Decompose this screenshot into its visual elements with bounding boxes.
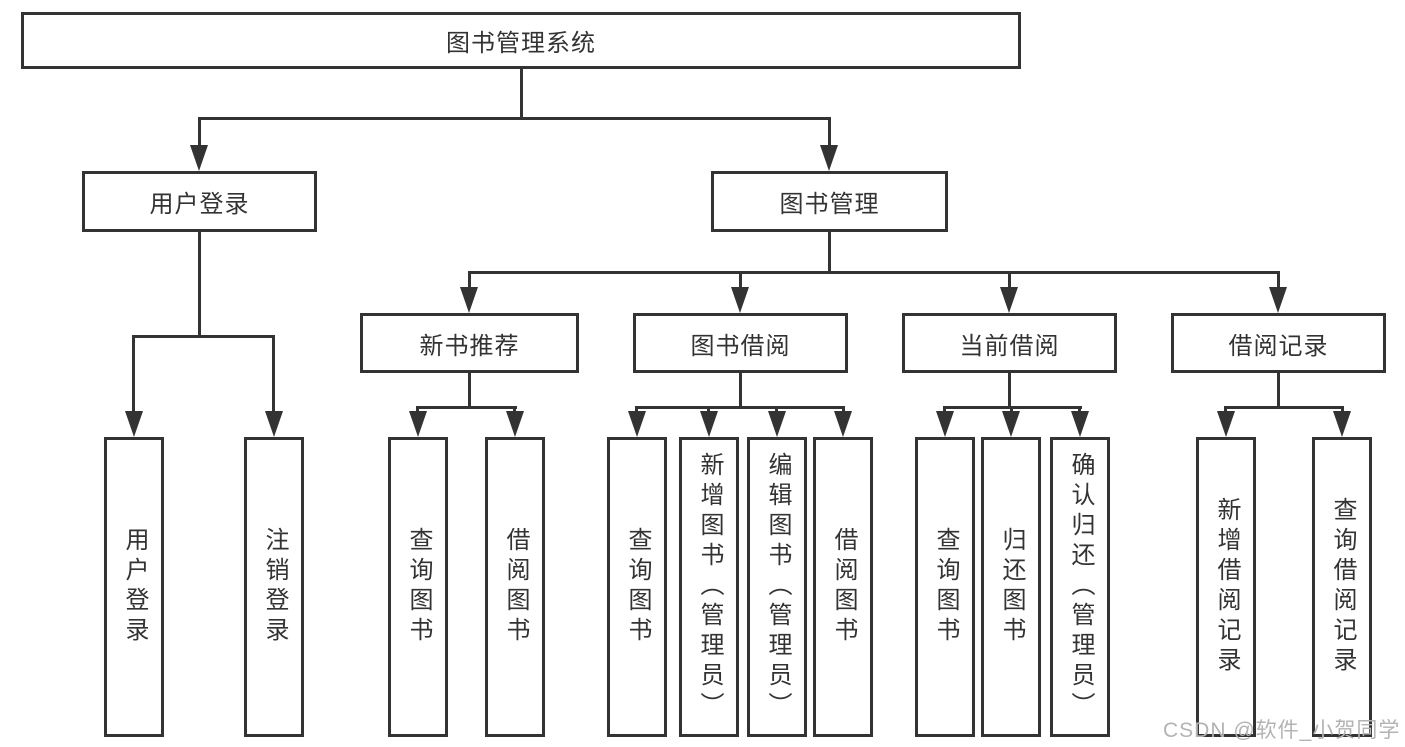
arrow-down-icon (1071, 411, 1089, 437)
leaf-label: 注销登录 (261, 527, 288, 647)
leaf-add-borrow-record: 新增借阅记录 (1196, 437, 1256, 737)
leaf-user-login: 用户登录 (104, 437, 164, 737)
arrow-down-icon (409, 411, 427, 437)
connector-drop (1341, 406, 1344, 414)
connector-drop-user-login (198, 117, 201, 148)
arrow-down-icon (1217, 411, 1235, 437)
arrow-down-icon (820, 145, 838, 171)
arrow-down-icon (1269, 287, 1287, 313)
connector-drop (513, 406, 516, 414)
connector-book-borrow-bus (635, 406, 845, 409)
connector-current-borrow-stem (1008, 373, 1011, 406)
arrow-down-icon (125, 411, 143, 437)
connector-drop-current-borrow (1008, 271, 1011, 289)
leaf-return-books: 归还图书 (981, 437, 1041, 737)
arrow-down-icon (700, 411, 718, 437)
connector-new-book-stem (468, 373, 471, 406)
arrow-down-icon (460, 287, 478, 313)
connector-drop (1224, 406, 1227, 414)
arrow-down-icon (265, 411, 283, 437)
connector-drop (775, 406, 778, 414)
arrow-down-icon (768, 411, 786, 437)
connector-drop (842, 406, 845, 414)
connector-drop (707, 406, 710, 414)
connector-borrow-records-stem (1277, 373, 1280, 406)
leaf-label: 查询图书 (624, 527, 651, 647)
connector-root-bus (198, 117, 831, 120)
connector-drop-book-management (828, 117, 831, 148)
node-label: 新书推荐 (419, 332, 520, 360)
leaf-label: 借阅图书 (830, 527, 857, 647)
node-library-management-system: 图书管理系统 (21, 12, 1021, 69)
node-label: 当前借阅 (959, 332, 1060, 360)
arrow-down-icon (628, 411, 646, 437)
arrow-down-icon (936, 411, 954, 437)
leaf-borrow-books-recommend: 借阅图书 (485, 437, 545, 737)
leaf-label: 编辑图书（管理员） (764, 452, 791, 722)
leaf-label: 用户登录 (121, 527, 148, 647)
node-label: 借阅记录 (1228, 332, 1329, 360)
node-label: 图书管理 (779, 191, 880, 218)
leaf-query-books-borrow: 查询图书 (607, 437, 667, 737)
leaf-label: 查询图书 (932, 527, 959, 647)
arrow-down-icon (1000, 287, 1018, 313)
connector-user-login-stem (198, 232, 201, 335)
connector-drop (635, 406, 638, 414)
leaf-add-book-admin: 新增图书（管理员） (679, 437, 739, 737)
leaf-query-books-current: 查询图书 (915, 437, 975, 737)
leaf-query-books-recommend: 查询图书 (388, 437, 448, 737)
leaf-label: 查询借阅记录 (1329, 497, 1356, 677)
node-new-book-recommendation: 新书推荐 (360, 313, 579, 373)
node-borrowing-records: 借阅记录 (1171, 313, 1386, 373)
leaf-confirm-return-admin: 确认归还（管理员） (1050, 437, 1110, 737)
node-label: 用户登录 (149, 191, 250, 218)
node-current-borrowing: 当前借阅 (902, 313, 1117, 373)
connector-root-stem (520, 68, 523, 118)
node-user-login: 用户登录 (82, 171, 317, 232)
arrow-down-icon (506, 411, 524, 437)
leaf-borrow-books: 借阅图书 (813, 437, 873, 737)
leaf-label: 新增图书（管理员） (696, 452, 723, 722)
connector-new-book-bus (416, 406, 517, 409)
leaf-label: 查询图书 (405, 527, 432, 647)
node-book-management: 图书管理 (711, 171, 948, 232)
connector-drop-new-book (468, 271, 471, 289)
connector-borrow-records-bus (1224, 406, 1344, 409)
node-label: 图书管理系统 (446, 30, 596, 57)
connector-book-management-stem (828, 232, 831, 271)
node-label: 图书借阅 (690, 332, 791, 360)
leaf-label: 借阅图书 (502, 527, 529, 647)
connector-drop-book-borrow (739, 271, 742, 289)
connector-drop-leaf-logout (272, 335, 275, 413)
csdn-watermark: CSDN @软件_小贺同学 (1163, 719, 1401, 742)
leaf-logout: 注销登录 (244, 437, 304, 737)
connector-drop (1010, 406, 1013, 414)
arrow-down-icon (190, 145, 208, 171)
leaf-label: 新增借阅记录 (1213, 497, 1240, 677)
arrow-down-icon (834, 411, 852, 437)
leaf-label: 归还图书 (998, 527, 1025, 647)
connector-drop (943, 406, 946, 414)
arrow-down-icon (731, 287, 749, 313)
connector-user-login-bus (132, 335, 275, 338)
connector-book-borrow-stem (739, 373, 742, 406)
connector-drop-leaf-user-login (132, 335, 135, 413)
node-book-borrowing: 图书借阅 (633, 313, 848, 373)
connector-book-management-bus (468, 271, 1280, 274)
leaf-label: 确认归还（管理员） (1067, 452, 1094, 722)
connector-drop (1078, 406, 1081, 414)
arrow-down-icon (1333, 411, 1351, 437)
arrow-down-icon (1002, 411, 1020, 437)
connector-drop (416, 406, 419, 414)
connector-drop-borrow-records (1277, 271, 1280, 289)
leaf-query-borrow-record: 查询借阅记录 (1312, 437, 1372, 737)
leaf-edit-book-admin: 编辑图书（管理员） (747, 437, 807, 737)
